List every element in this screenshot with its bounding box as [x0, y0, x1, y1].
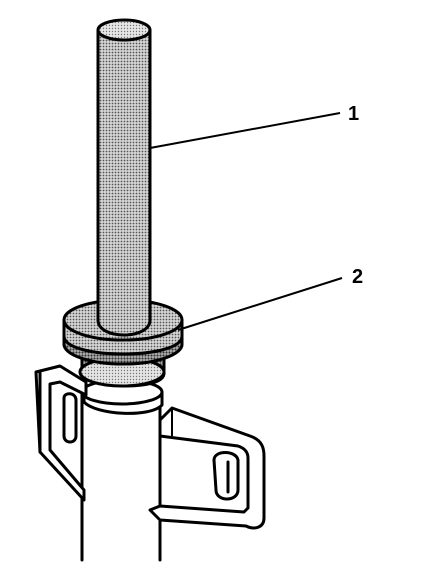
- left-bracket: [34, 364, 88, 502]
- callout-label-2: 2: [352, 266, 363, 288]
- leader-line-2: [177, 277, 343, 331]
- right-bracket: [148, 406, 266, 530]
- leader-line-1: [149, 112, 341, 149]
- callout-label-1: 1: [348, 103, 359, 125]
- installer-rod: [96, 18, 152, 337]
- strut-housing: [80, 378, 164, 562]
